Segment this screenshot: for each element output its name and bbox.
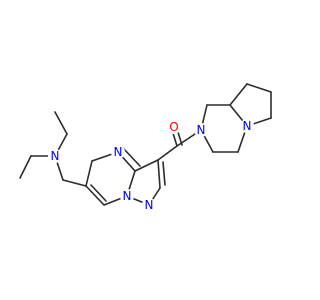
svg-text:N: N (243, 119, 252, 133)
oxygen-atom: O (167, 120, 181, 134)
bond (157, 145, 178, 161)
bond (122, 147, 141, 167)
pyrazole-nitrogen-atom-b: N (142, 198, 156, 212)
bond (85, 185, 105, 206)
bond (229, 83, 248, 106)
bond (54, 111, 68, 135)
bridgehead-nitrogen-atom: N (240, 119, 254, 133)
bond (85, 160, 93, 187)
bonds (19, 83, 272, 206)
bond (62, 179, 87, 187)
pyrazole-nitrogen-atom-a: N (120, 189, 134, 203)
atom-labels: O N N N N N N (48, 119, 254, 212)
structure-svg: O N N N N N N (19, 83, 272, 212)
bond (134, 159, 159, 172)
bond (162, 161, 166, 186)
svg-text:N: N (123, 189, 132, 203)
amine-nitrogen-atom: N (48, 149, 62, 163)
svg-text:N: N (145, 198, 154, 212)
svg-text:O: O (169, 120, 178, 134)
bond (90, 184, 107, 202)
bond (157, 159, 161, 189)
bond (19, 155, 32, 179)
svg-text:N: N (197, 123, 206, 137)
amide-nitrogen-atom: N (194, 123, 208, 137)
svg-text:N: N (114, 145, 123, 159)
structure-canvas: O N N N N N N (19, 83, 272, 212)
pyrimidine-nitrogen-atom: N (111, 145, 125, 159)
bond (246, 83, 272, 93)
svg-text:N: N (51, 149, 60, 163)
